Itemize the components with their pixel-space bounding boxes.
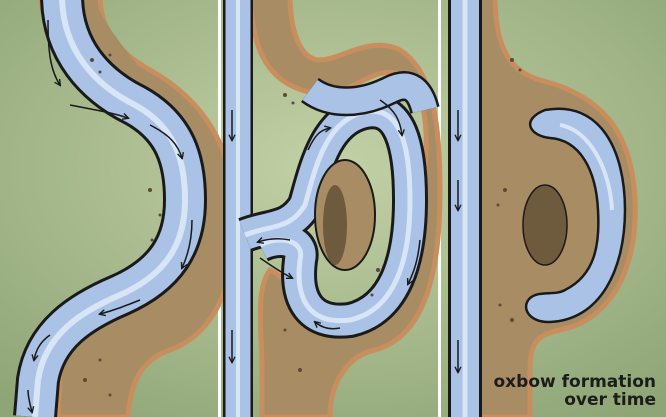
- caption-line-2: over time: [494, 391, 657, 409]
- caption: oxbow formation over time: [494, 373, 657, 409]
- panel-3-island: [523, 185, 567, 265]
- caption-line-1: oxbow formation: [494, 373, 657, 391]
